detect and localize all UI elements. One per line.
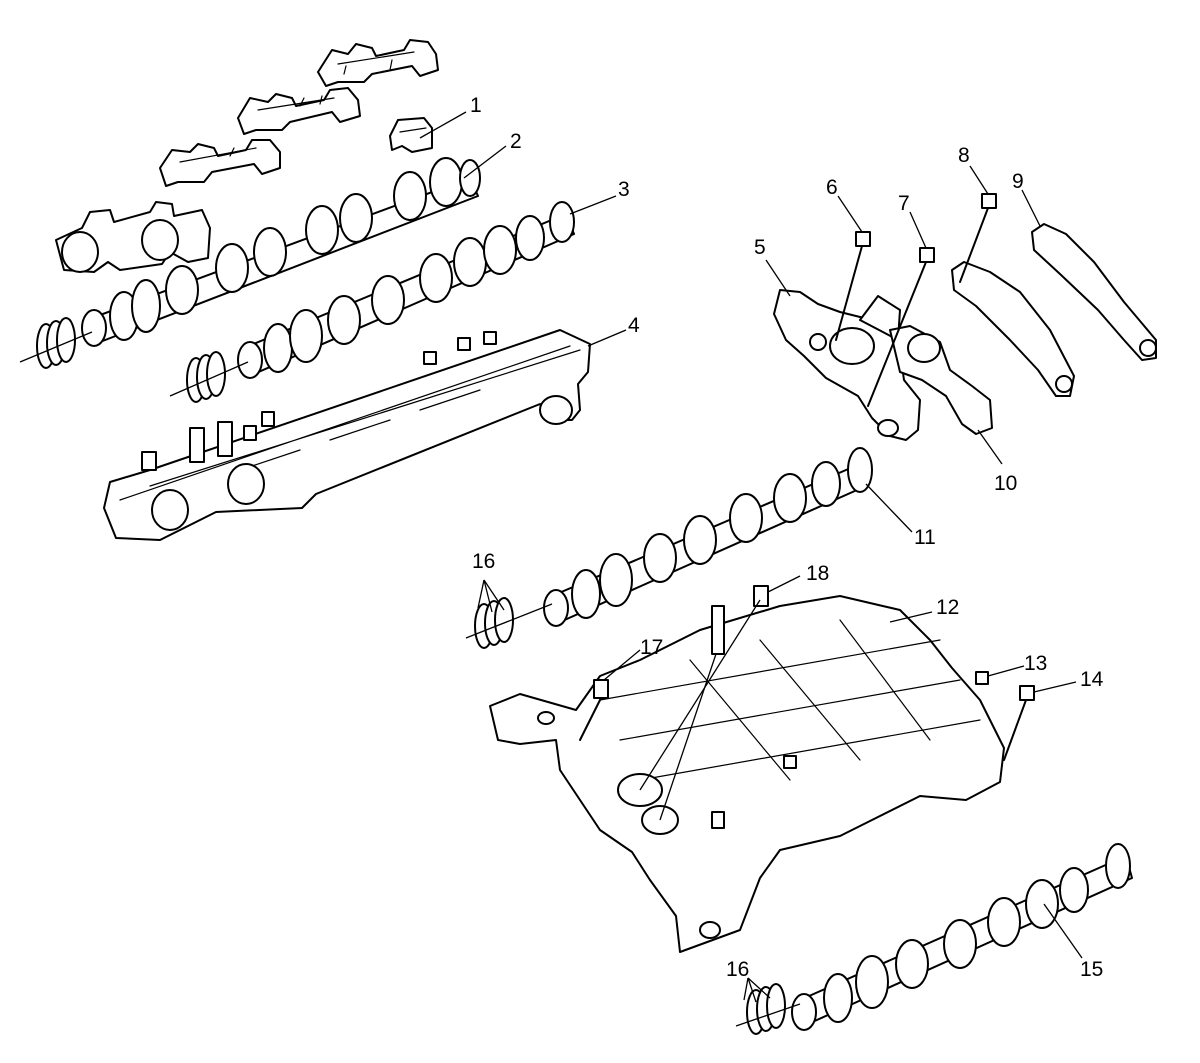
callout-15: 15 (1080, 958, 1103, 981)
bearing-cap-upper (317, 39, 439, 87)
dowel-lower-a (711, 811, 725, 829)
bolt-14 (1003, 685, 1035, 761)
camshaft-right-upper (543, 447, 873, 627)
dowel-pin-a (711, 605, 725, 655)
cylinder-head-left (103, 329, 591, 541)
dowel-lower-b (783, 755, 797, 769)
callout-3: 3 (618, 178, 630, 201)
thrust-cap (389, 117, 433, 153)
callout-13: 13 (1024, 652, 1047, 675)
cylinder-head-right (489, 595, 1005, 953)
callout-16-upper: 16 (472, 550, 495, 573)
camshaft-lower (791, 843, 1133, 1031)
cam-cap-rail-9 (1031, 223, 1157, 361)
bolt-8 (959, 193, 997, 283)
callout-11: 11 (914, 526, 936, 549)
callout-1: 1 (470, 94, 482, 117)
callout-10: 10 (994, 472, 1017, 495)
callout-2: 2 (510, 130, 522, 153)
camshaft-second (237, 201, 575, 379)
callout-6: 6 (826, 176, 838, 199)
cam-cap-rail-8 (951, 261, 1075, 397)
bolt-7 (867, 247, 935, 407)
callout-9: 9 (1012, 170, 1024, 193)
callout-8: 8 (958, 144, 970, 167)
front-bearing-cap (55, 201, 211, 273)
side-bracket (889, 325, 993, 435)
callout-18: 18 (806, 562, 829, 585)
bolt-6 (835, 231, 871, 341)
seal-rings-upper (36, 317, 76, 369)
callout-4: 4 (628, 314, 640, 337)
dowel-17 (579, 679, 609, 741)
dowel-18 (753, 585, 769, 607)
callout-14: 14 (1080, 668, 1104, 691)
callout-12: 12 (936, 596, 959, 619)
seal-rings-16a (474, 597, 514, 649)
bearing-cap-middle (237, 87, 361, 135)
seal-rings-second (186, 351, 226, 403)
callout-5: 5 (754, 236, 766, 259)
leader-lines (419, 111, 1083, 1003)
camshaft-upper (81, 157, 481, 347)
callout-17: 17 (640, 636, 663, 659)
bearing-cap-lower (159, 139, 281, 187)
callout-16-lower: 16 (726, 958, 749, 981)
callout-7: 7 (898, 192, 910, 215)
dowel-13 (975, 671, 989, 685)
